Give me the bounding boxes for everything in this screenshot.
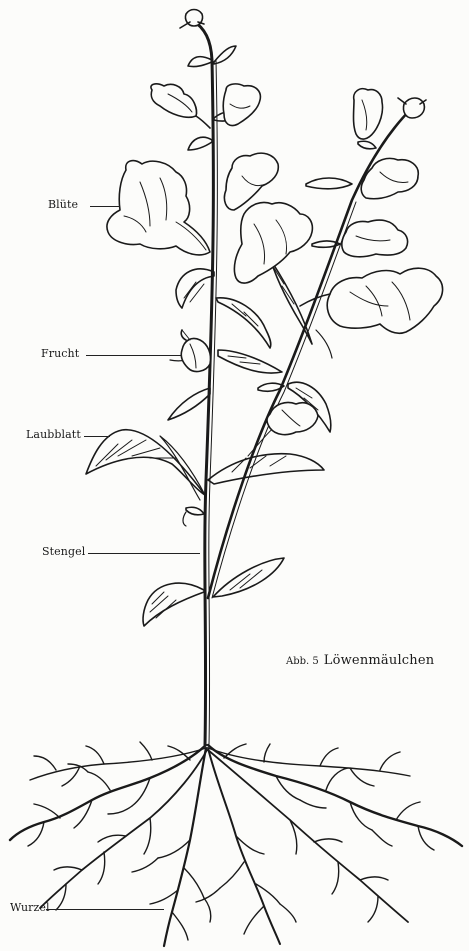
- main-stem: [192, 20, 217, 745]
- label-frucht: Frucht: [41, 348, 79, 360]
- label-wurzel: Wurzel: [10, 902, 50, 914]
- leader-laubblatt: [84, 436, 110, 437]
- leader-frucht: [86, 355, 182, 356]
- leader-bluete: [90, 206, 120, 207]
- label-bluete: Blüte: [48, 199, 78, 211]
- figure-caption: Abb. 5 Löwenmäulchen: [286, 653, 434, 670]
- roots: [10, 742, 462, 946]
- leader-wurzel: [46, 909, 164, 910]
- label-laubblatt: Laubblatt: [26, 429, 81, 441]
- flowers: [107, 10, 443, 435]
- figure-number: Abb. 5: [286, 656, 319, 667]
- leader-stengel: [88, 553, 200, 554]
- figure-title: Löwenmäulchen: [324, 653, 435, 668]
- label-stengel: Stengel: [42, 546, 85, 558]
- leaves: [86, 46, 376, 626]
